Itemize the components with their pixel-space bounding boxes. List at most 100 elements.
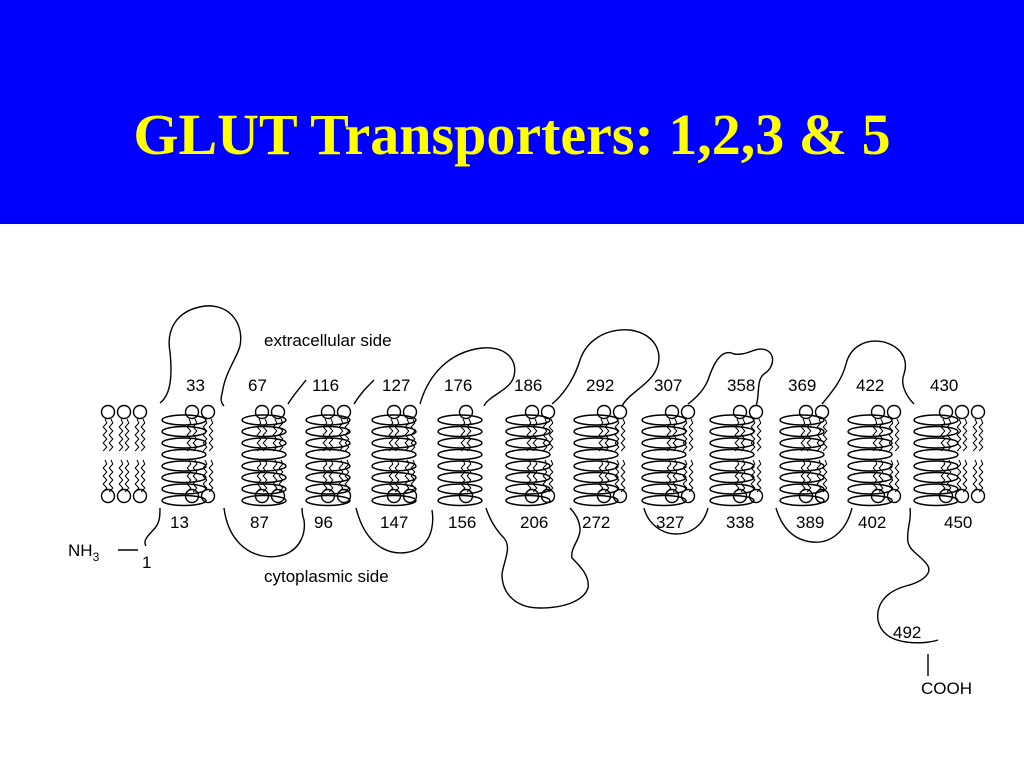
helix-turn (573, 483, 619, 495)
helix-turn (573, 494, 619, 507)
helix-turn (779, 494, 825, 507)
helix-turn (505, 425, 551, 438)
extracellular-loop-3 (353, 379, 375, 405)
phospholipid-head-outer (970, 404, 986, 420)
phospholipid-head-outer (320, 404, 336, 420)
lipid-tail (118, 459, 124, 493)
lipid-tail (756, 459, 762, 493)
title-banner: GLUT Transporters: 1,2,3 & 5 (0, 0, 1024, 224)
cytoplasmic-residue-label: 87 (250, 513, 269, 532)
helix-turn (847, 425, 893, 438)
helix-turn (641, 471, 687, 484)
helix-turn (573, 460, 619, 472)
extracellular-residue-label: 116 (312, 376, 339, 395)
transmembrane-helix (437, 414, 483, 507)
helix-turn (913, 460, 959, 472)
lipid-tail (186, 418, 192, 452)
helix-turn (779, 437, 825, 449)
helix-turn (573, 471, 619, 484)
cytoplasmic-loop-5 (775, 507, 853, 543)
lipid-tail (532, 418, 538, 452)
lipid-tail (140, 418, 146, 452)
helix-turn (641, 437, 687, 449)
lipid-tail (124, 418, 130, 452)
phospholipid-head-outer (612, 404, 628, 420)
helix-turn (241, 471, 287, 484)
lipid-tail (620, 418, 626, 452)
lipid-tail (466, 459, 472, 493)
lipid-tail (800, 418, 806, 452)
helix-turn (779, 460, 825, 472)
lipid-tail (102, 459, 108, 493)
lipid-tail (108, 418, 114, 452)
helix-turn (709, 494, 755, 507)
extracellular-loop-7 (821, 340, 915, 405)
lipid-tail (542, 459, 548, 493)
lipid-tail (262, 418, 268, 452)
helix-turn (505, 448, 551, 461)
helix-turn (241, 494, 287, 507)
lipid-tail (978, 418, 984, 452)
phospholipid-head-outer (524, 404, 540, 420)
lipid-tail (598, 459, 604, 493)
cytoplasmic-residue-label: 338 (726, 513, 754, 532)
n-terminus-residue: 1 (142, 553, 151, 572)
cytoplasmic-residue-label: 206 (520, 513, 548, 532)
helix-turn (161, 494, 207, 507)
lipid-tail (102, 418, 108, 452)
lipid-tail (940, 418, 946, 452)
helix-turn (505, 483, 551, 495)
helix-turn (305, 494, 351, 507)
helix-turn (573, 425, 619, 438)
lipid-tail (548, 418, 554, 452)
helix-turn (505, 460, 551, 472)
phospholipid-head-inner (100, 488, 116, 504)
extracellular-residue-label: 422 (856, 376, 884, 395)
transmembrane-helix (913, 414, 959, 507)
helix-turn (847, 494, 893, 507)
lipid-tail (972, 459, 978, 493)
lipid-tail (262, 459, 268, 493)
lipid-tail (672, 459, 678, 493)
transmembrane-helix (641, 414, 687, 507)
extracellular-loop-1 (159, 305, 242, 407)
cytoplasmic-residue-label: 13 (170, 513, 189, 532)
extracellular-residue-label: 33 (186, 376, 205, 395)
helix-turn (305, 414, 351, 426)
lipid-tail (940, 459, 946, 493)
helix-turn (241, 425, 287, 438)
lipid-tail (388, 418, 394, 452)
helix-turn (709, 471, 755, 484)
lipid-tail (956, 418, 962, 452)
transmembrane-helix (709, 414, 755, 507)
lipid-tail (604, 459, 610, 493)
transmembrane-helix (241, 414, 287, 507)
lipid-tail (134, 459, 140, 493)
lipid-bilayer (100, 404, 986, 504)
helix-turn (241, 437, 287, 449)
lipid-tail (256, 418, 262, 452)
helix-turn (241, 414, 287, 426)
cytoplasmic-residue-label: 156 (448, 513, 476, 532)
lipid-tail (322, 459, 328, 493)
lipid-tail (894, 459, 900, 493)
helix-turn (371, 471, 417, 484)
helix-turn (641, 414, 687, 426)
cytoplasmic-loop-3 (485, 507, 589, 609)
c-terminus-group: COOH (921, 679, 972, 698)
lipid-tail (878, 459, 884, 493)
extracellular-residue-label: 186 (514, 376, 542, 395)
helix-turn (709, 483, 755, 495)
c-terminus-residue: 492 (893, 623, 921, 642)
helix-turn (241, 448, 287, 461)
lipid-tail (256, 459, 262, 493)
n-terminus-label: NH3 (68, 541, 100, 564)
slide-title: GLUT Transporters: 1,2,3 & 5 (133, 102, 891, 167)
helix-turn (913, 448, 959, 461)
extracellular-residue-label: 369 (788, 376, 816, 395)
cytoplasmic-residue-label: 402 (858, 513, 886, 532)
c-terminal-tail (877, 507, 939, 644)
phospholipid-head-outer (886, 404, 902, 420)
helix-turn (847, 460, 893, 472)
